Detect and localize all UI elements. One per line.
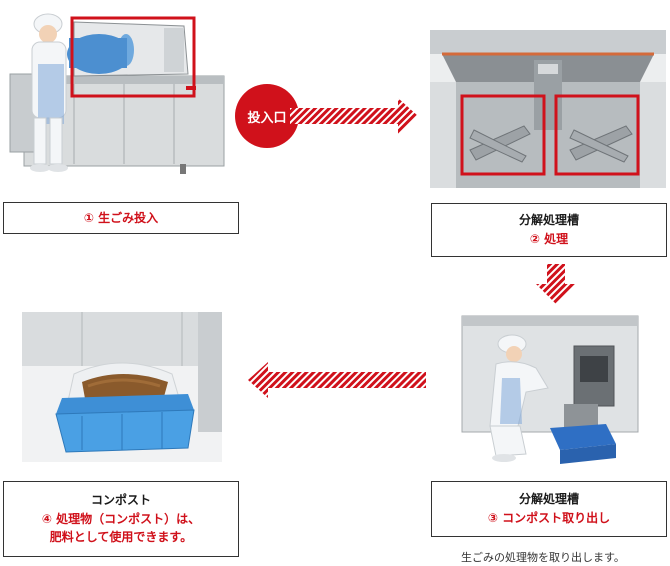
step3-label-box: 分解処理槽 ③ コンポスト取り出し [431, 481, 667, 537]
photo-compost-container [22, 312, 222, 462]
step1-label: ① 生ごみ投入 [83, 210, 159, 225]
step2-label: ② 処理 [529, 232, 569, 246]
step4-label-box: コンポスト ④ 処理物（コンポスト）は、 肥料として使用できます。 [3, 481, 239, 557]
step4-label-line2: 肥料として使用できます。 [49, 530, 193, 545]
arrow-to-step3 [536, 264, 576, 304]
inlet-badge: 投入口 [235, 84, 299, 148]
arrow-to-step2 [290, 98, 418, 134]
photo-removing-compost [456, 308, 644, 466]
step2-label-box: 分解処理槽 ② 処理 [431, 203, 667, 257]
photo-loading-waste [4, 4, 236, 190]
inlet-badge-label: 投入口 [247, 110, 287, 126]
step3-label: ③ コンポスト取り出し [487, 511, 611, 525]
arrow-to-step4 [248, 362, 426, 398]
step3-caption: 生ごみの処理物を取り出します。 [461, 551, 625, 564]
photo-decomposition-tank [430, 30, 666, 188]
step1-label-box: ① 生ごみ投入 [3, 202, 239, 234]
step3-title: 分解処理槽 [518, 492, 579, 507]
step4-title: コンポスト [90, 493, 151, 508]
step2-title: 分解処理槽 [518, 213, 579, 228]
step4-label-line1: ④ 処理物（コンポスト）は、 [41, 511, 201, 526]
